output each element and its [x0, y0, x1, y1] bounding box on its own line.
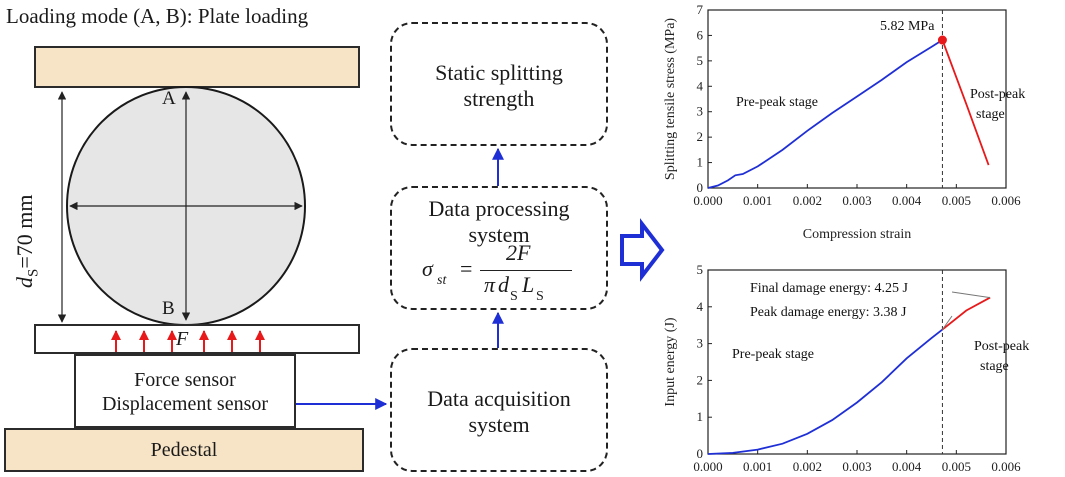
processing-line2: system [468, 222, 530, 247]
stage-annotation: Pre-peak stage [736, 95, 818, 110]
sensor-box: Force sensor Displacement sensor [74, 354, 296, 428]
peak-energy-leader [942, 315, 953, 330]
y-tick-label: 1 [697, 409, 704, 424]
x-tick-label: 0.003 [842, 459, 871, 474]
y-tick-label: 2 [697, 372, 704, 387]
force-arrows [111, 330, 265, 352]
formula-numerator: 2F [506, 240, 531, 265]
y-tick-label: 0 [697, 446, 704, 461]
formula-den-l: L [522, 272, 535, 297]
force-label: F [176, 328, 189, 350]
y-tick-label: 0 [697, 180, 704, 195]
peak-value-label: 5.82 MPa [880, 19, 935, 34]
plot-frame [707, 269, 1007, 455]
y-tick-label: 2 [697, 129, 704, 144]
formula-sigma: σ [422, 256, 433, 281]
big-right-arrow-icon [620, 218, 665, 282]
data-acquisition-box: Data acquisition system [390, 348, 608, 472]
x-tick-label: 0.005 [942, 459, 971, 474]
formula-den-lsub: S [536, 289, 544, 304]
strength-line1: Static splitting [435, 60, 563, 85]
post-peak-curve [941, 39, 990, 166]
pre-peak-curve [707, 328, 943, 455]
post-peak-curve [941, 296, 991, 331]
formula-fraction-bar [480, 270, 572, 271]
x-tick-label: 0.000 [693, 459, 722, 474]
y-tick-label: 4 [697, 78, 704, 93]
y-tick-label: 4 [697, 299, 704, 314]
displacement-sensor-label: Displacement sensor [101, 393, 269, 415]
flow-arrows [296, 147, 665, 410]
y-tick-label: 3 [697, 104, 704, 119]
data-processing-box: Data processing system σ st = 2F π d S L… [390, 186, 608, 310]
top-loading-plate [34, 46, 360, 88]
pedestal-label: Pedestal [150, 439, 218, 461]
processing-line1: Data processing [428, 196, 570, 221]
x-tick-label: 0.003 [842, 193, 871, 208]
formula-den-pi: π [484, 272, 496, 297]
x-tick-label: 0.001 [743, 459, 772, 474]
peak-marker [937, 35, 947, 45]
x-tick-label: 0.002 [793, 459, 822, 474]
strength-line2: strength [463, 86, 535, 111]
acquisition-line2: system [468, 412, 530, 437]
formula-sigma-sub: st [437, 273, 447, 288]
y-tick-label: 5 [697, 53, 704, 68]
formula-equals: = [460, 256, 473, 281]
pre-peak-curve [707, 39, 943, 189]
x-axis-label: Compression strain [803, 227, 912, 242]
x-tick-label: 0.000 [693, 193, 722, 208]
charts-area: 0.000 0.001 0.002 0.003 0.004 0.005 0.006 0 1 2 3 4… [663, 2, 1029, 474]
x-tick-label: 0.006 [991, 193, 1021, 208]
stage-annotation: Peak damage energy: 3.38 J [750, 305, 907, 320]
y-tick-label: 3 [697, 336, 704, 351]
point-a-label: A [162, 88, 176, 109]
x-tick-label: 0.004 [892, 193, 922, 208]
static-splitting-strength-box: Static splitting strength [390, 22, 608, 146]
y-tick-label: 1 [697, 155, 704, 170]
pedestal: Pedestal [4, 428, 364, 472]
x-tick-label: 0.001 [743, 193, 772, 208]
loading-mode-title: Loading mode (A, B): Plate loading [6, 4, 309, 28]
y-tick-label: 5 [697, 262, 704, 277]
y-tick-label: 7 [697, 2, 704, 17]
formula-den-dsub: S [510, 289, 518, 304]
stress-formula: σ st = 2F π d S L S [422, 240, 592, 304]
x-tick-label: 0.006 [991, 459, 1021, 474]
final-energy-leader [951, 291, 991, 299]
acquisition-line1: Data acquisition [427, 386, 571, 411]
x-tick-label: 0.005 [942, 193, 971, 208]
formula-den-d: d [498, 272, 509, 297]
x-tick-label: 0.004 [892, 459, 922, 474]
bottom-loading-plate [34, 324, 360, 354]
y-axis-label: Splitting tensile stress (MPa) [663, 18, 678, 181]
y-tick-label: 6 [697, 27, 704, 42]
x-tick-label: 0.002 [793, 193, 822, 208]
point-b-label: B [162, 298, 175, 319]
force-sensor-label: Force sensor [134, 369, 236, 391]
stage-annotation: Final damage energy: 4.25 J [750, 281, 909, 296]
y-axis-label: Input energy (J) [663, 317, 678, 406]
stage-annotation: Pre-peak stage [732, 347, 814, 362]
